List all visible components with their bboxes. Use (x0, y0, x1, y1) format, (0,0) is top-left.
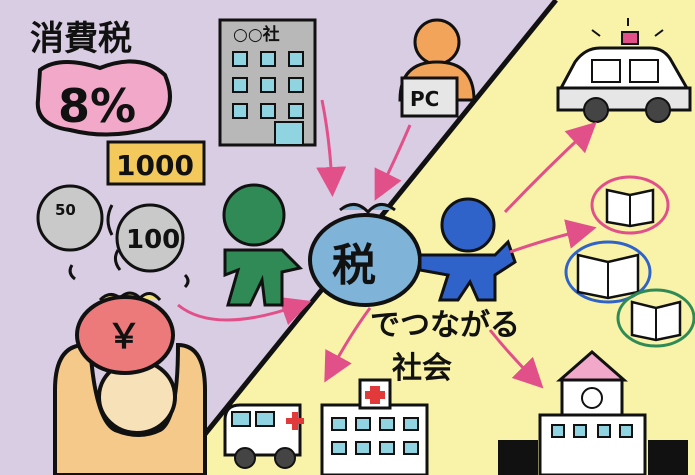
school (498, 350, 688, 475)
tax-bag-label: 税 (332, 240, 376, 291)
slogan-line2: 社会 (392, 351, 452, 386)
coin-50: 50 (36, 184, 104, 252)
arrow-pc-to-tax (374, 124, 412, 201)
arrow-pouch-to-person (177, 296, 312, 326)
coin-motion-lines (68, 204, 190, 289)
tax-bag: 税 (308, 203, 422, 307)
money-pouch: ￥ (75, 291, 175, 375)
book-top (590, 175, 670, 235)
coin-100: 100 (115, 203, 185, 273)
blue-person (418, 197, 517, 302)
arrow-to-books (509, 219, 597, 254)
bill-1000: 1000 (106, 140, 206, 186)
bill-1000-label: 1000 (116, 149, 194, 182)
ambulance (223, 403, 304, 469)
pc-worker: PC (398, 18, 476, 118)
arrow-to-police (503, 121, 597, 214)
coin-50-label: 50 (55, 201, 76, 219)
pouch-symbol: ￥ (107, 317, 141, 357)
arrow-to-ambulance (324, 307, 372, 383)
company-building: ○○社 (218, 18, 317, 147)
book-bottom (616, 288, 695, 348)
green-person (222, 183, 303, 307)
police-car (556, 18, 692, 123)
arrow-to-school (488, 329, 544, 389)
hospital (320, 378, 429, 475)
tax-title: 消費税 (30, 19, 132, 59)
coin-100-label: 100 (126, 225, 180, 255)
company-sign: ○○社 (233, 24, 280, 45)
tax-rate-badge: 8% (35, 59, 172, 137)
arrow-company-to-tax (316, 99, 347, 197)
right-background (175, 0, 695, 475)
pc-label: PC (410, 87, 439, 111)
tax-rate-value: 8% (58, 79, 136, 133)
